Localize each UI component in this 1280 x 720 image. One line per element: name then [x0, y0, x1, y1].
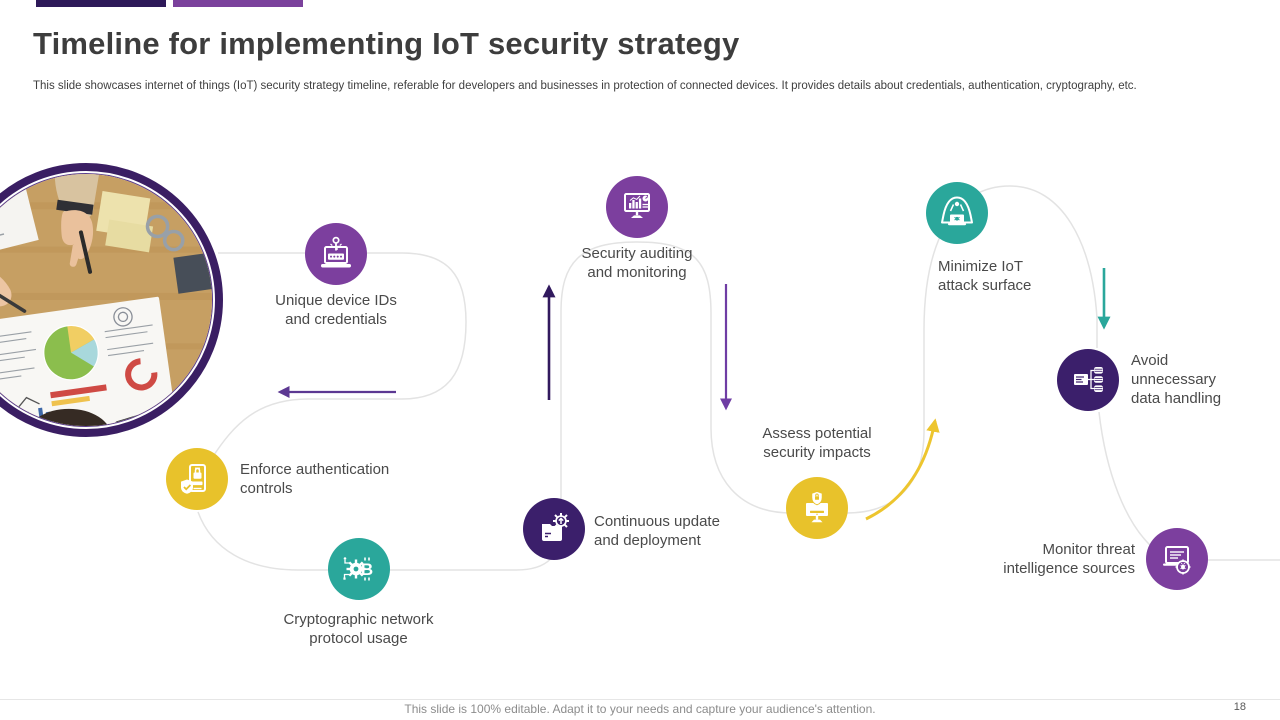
step-label-4: Continuous update and deployment	[594, 513, 720, 549]
step-label-1: Unique device IDs and credentials	[275, 292, 397, 328]
footer-divider	[0, 699, 1280, 700]
monitor-lock-icon	[806, 491, 828, 523]
mobile-lock-shield-icon	[181, 464, 206, 494]
timeline-node-assess-impacts	[786, 477, 848, 539]
hacker-icon	[941, 196, 973, 226]
crypto-gear-icon: B	[343, 557, 373, 581]
step-label-3: Cryptographic network protocol usage	[283, 611, 434, 647]
slide-subtitle: This slide showcases internet of things …	[33, 80, 1137, 92]
monitor-analytics-icon	[624, 193, 650, 218]
accent-bar-light	[173, 0, 303, 7]
timeline-node-enforce-authentication	[166, 448, 228, 510]
timeline-node-cryptographic-protocol: B	[328, 538, 390, 600]
arrow-curved-yellow	[865, 418, 940, 521]
accent-bar-dark	[36, 0, 166, 7]
timeline-node-minimize-attack-surface	[926, 182, 988, 244]
timeline-node-monitor-threat-intel	[1146, 528, 1208, 590]
timeline-node-security-auditing	[606, 176, 668, 238]
timeline-node-continuous-update	[523, 498, 585, 560]
data-servers-icon	[1074, 367, 1103, 392]
step-label-6: Assess potential security impacts	[762, 425, 872, 461]
page-title: Timeline for implementing IoT security s…	[33, 26, 740, 61]
step-label-5: Security auditing and monitoring	[581, 245, 693, 281]
svg-text:B: B	[361, 560, 373, 579]
team-photo-circle	[0, 163, 223, 437]
timeline-node-unique-device-ids	[305, 223, 367, 285]
laptop-key-icon	[321, 236, 351, 268]
step-label-9: Monitor threat intelligence sources	[1003, 541, 1135, 577]
footer-note: This slide is 100% editable. Adapt it to…	[404, 702, 876, 716]
step-label-7: Minimize IoT attack surface	[938, 258, 1032, 294]
timeline-node-avoid-data-handling	[1057, 349, 1119, 411]
page-number: 18	[1233, 701, 1246, 713]
step-label-8: Avoid unnecessary data handling	[1131, 352, 1222, 407]
folder-update-gear-icon	[542, 513, 569, 541]
team-analytics-photo	[0, 174, 212, 426]
threat-report-bug-icon	[1163, 546, 1191, 575]
step-label-2: Enforce authentication controls	[240, 461, 390, 497]
serpentine-path	[197, 185, 1280, 571]
